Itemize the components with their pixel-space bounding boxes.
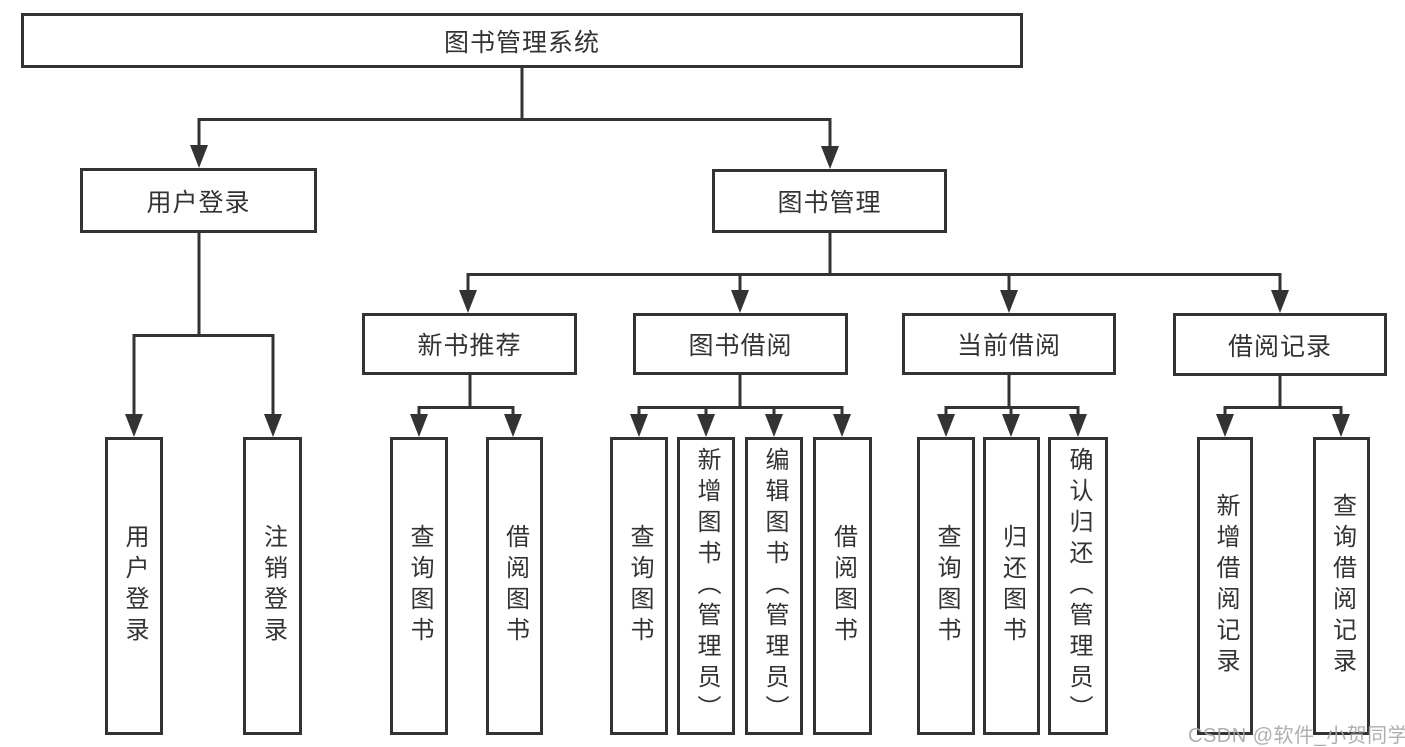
leaf-query-borrow-record-label: 查询借阅记录	[1328, 493, 1356, 679]
leaf-borrow-books-recommend: 借阅图书	[486, 437, 543, 735]
node-current-borrow: 当前借阅	[902, 313, 1116, 375]
leaf-borrow-books-recommend-label: 借阅图书	[501, 524, 529, 648]
node-book-management: 图书管理	[712, 169, 947, 233]
node-book-borrow: 图书借阅	[633, 313, 848, 375]
node-user-login: 用户登录	[80, 168, 317, 233]
node-new-book-recommend: 新书推荐	[362, 313, 577, 375]
leaf-query-books-current-label: 查询图书	[933, 524, 960, 648]
leaf-query-borrow-record: 查询借阅记录	[1313, 437, 1370, 735]
leaf-add-book-admin: 新增图书（管理员）	[677, 437, 735, 735]
node-current-borrow-label: 当前借阅	[956, 332, 1061, 360]
leaf-add-book-admin-label: 新增图书（管理员）	[693, 446, 720, 726]
leaf-edit-book-admin-label: 编辑图书（管理员）	[761, 446, 788, 726]
node-book-management-label: 图书管理	[777, 189, 882, 217]
leaf-add-borrow-record: 新增借阅记录	[1197, 437, 1253, 735]
node-book-borrow-label: 图书借阅	[688, 332, 793, 360]
leaf-query-books-recommend-label: 查询图书	[406, 524, 433, 648]
node-borrow-records: 借阅记录	[1173, 313, 1387, 376]
leaf-query-books-recommend: 查询图书	[390, 437, 448, 735]
leaf-confirm-return-admin-label: 确认归还（管理员）	[1065, 446, 1092, 726]
leaf-logout: 注销登录	[243, 437, 302, 735]
node-root: 图书管理系统	[21, 13, 1023, 68]
node-user-login-label: 用户登录	[146, 188, 251, 217]
leaf-return-book: 归还图书	[983, 437, 1040, 735]
node-borrow-records-label: 借阅记录	[1227, 332, 1332, 361]
leaf-user-login-label: 用户登录	[121, 524, 148, 648]
node-new-book-recommend-label: 新书推荐	[417, 332, 522, 360]
leaf-query-books-borrow-label: 查询图书	[626, 524, 653, 648]
leaf-confirm-return-admin: 确认归还（管理员）	[1048, 437, 1108, 735]
leaf-query-books-current: 查询图书	[917, 437, 975, 735]
leaf-user-login: 用户登录	[105, 437, 163, 735]
leaf-borrow-books-2: 借阅图书	[813, 437, 872, 735]
leaf-edit-book-admin: 编辑图书（管理员）	[745, 437, 803, 735]
csdn-watermark: CSDN @软件_小贺同学	[1188, 725, 1405, 747]
leaf-return-book-label: 归还图书	[998, 524, 1026, 648]
leaf-borrow-books-2-label: 借阅图书	[829, 524, 857, 648]
leaf-logout-label: 注销登录	[259, 524, 287, 648]
leaf-add-borrow-record-label: 新增借阅记录	[1212, 493, 1239, 679]
node-root-label: 图书管理系统	[443, 28, 600, 57]
leaf-query-books-borrow: 查询图书	[610, 437, 668, 735]
